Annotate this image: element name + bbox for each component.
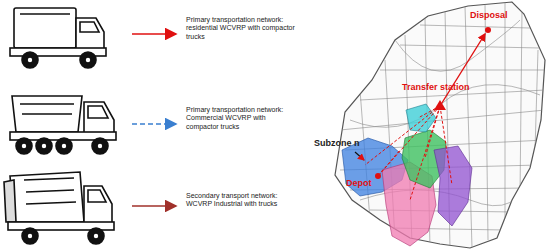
legend-arrow bbox=[132, 123, 176, 125]
city-map bbox=[335, 2, 545, 248]
legend-text: Primary transportation network: resident… bbox=[186, 16, 298, 41]
legend-arrow bbox=[132, 33, 176, 35]
zone-label: Subzone n bbox=[314, 138, 360, 149]
dump-truck bbox=[10, 96, 116, 154]
place-label: Transfer station bbox=[402, 82, 470, 93]
legend-arrow bbox=[132, 205, 176, 207]
place-label: Depot bbox=[346, 178, 372, 189]
compactor-truck bbox=[10, 8, 106, 68]
legend-text: Primary transportation network: Commerci… bbox=[186, 106, 298, 131]
garbage-truck bbox=[4, 172, 114, 244]
place-label: Disposal bbox=[470, 10, 508, 21]
legend-text: Secondary transport network: WCVRP Indus… bbox=[186, 192, 298, 209]
